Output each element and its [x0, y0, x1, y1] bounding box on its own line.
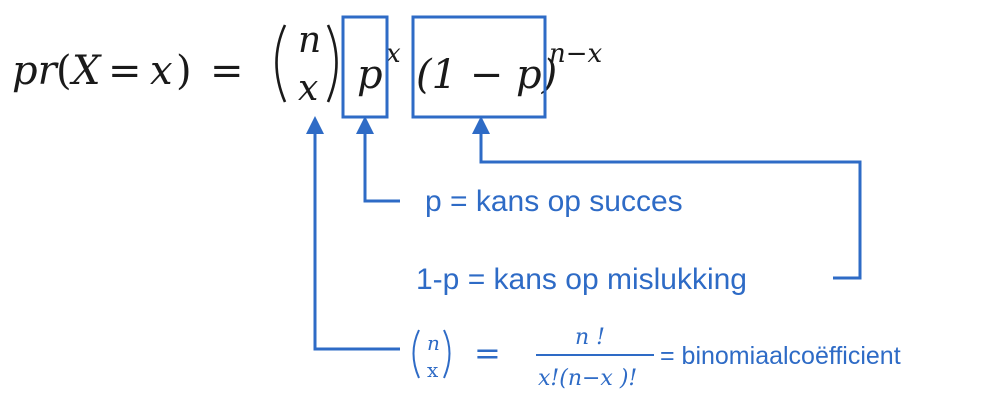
def-binom-left-paren — [412, 329, 420, 379]
formula-close-paren: ) — [176, 48, 192, 94]
binom-left-paren — [275, 24, 287, 103]
formula-open-paren: ( — [56, 48, 72, 94]
formula-one-minus-p: (1 − p) — [416, 52, 557, 98]
p-arrow — [356, 116, 400, 203]
one-minus-p-label: 1-p = kans op mislukking — [416, 263, 747, 296]
binom-label: = binomiaalcoëfficient — [660, 342, 901, 370]
p-label: p = kans op succes — [425, 185, 683, 218]
formula-one-minus-p-exponent: n−x — [549, 39, 603, 69]
binom-top: n — [298, 20, 321, 61]
formula-p-exponent: x — [386, 39, 401, 69]
binom-arrow — [306, 116, 400, 351]
def-equals: = — [474, 334, 501, 372]
formula-pr: pr — [12, 48, 60, 94]
main-formula: pr ( X = x ) = n x p x (1 − p) n−x — [12, 20, 603, 109]
def-binom-top: n — [427, 331, 440, 355]
formula-p: p — [357, 52, 383, 98]
binom-right-paren — [326, 24, 338, 103]
def-binom-right-paren — [443, 329, 451, 379]
formula-x: x — [150, 48, 173, 94]
binom-bottom: x — [298, 68, 318, 109]
one-minus-p-arrow — [472, 116, 862, 280]
def-binom-bottom: x — [427, 358, 439, 382]
formula-X: X — [69, 48, 102, 94]
fraction-denominator: x!(n−x )! — [538, 366, 637, 391]
fraction-numerator: n ! — [575, 325, 605, 350]
formula-inner-equals: = — [108, 48, 142, 94]
binom-definition: n x = n ! x!(n−x )! = binomiaalcoëfficie… — [412, 325, 901, 391]
formula-equals: = — [210, 48, 244, 94]
